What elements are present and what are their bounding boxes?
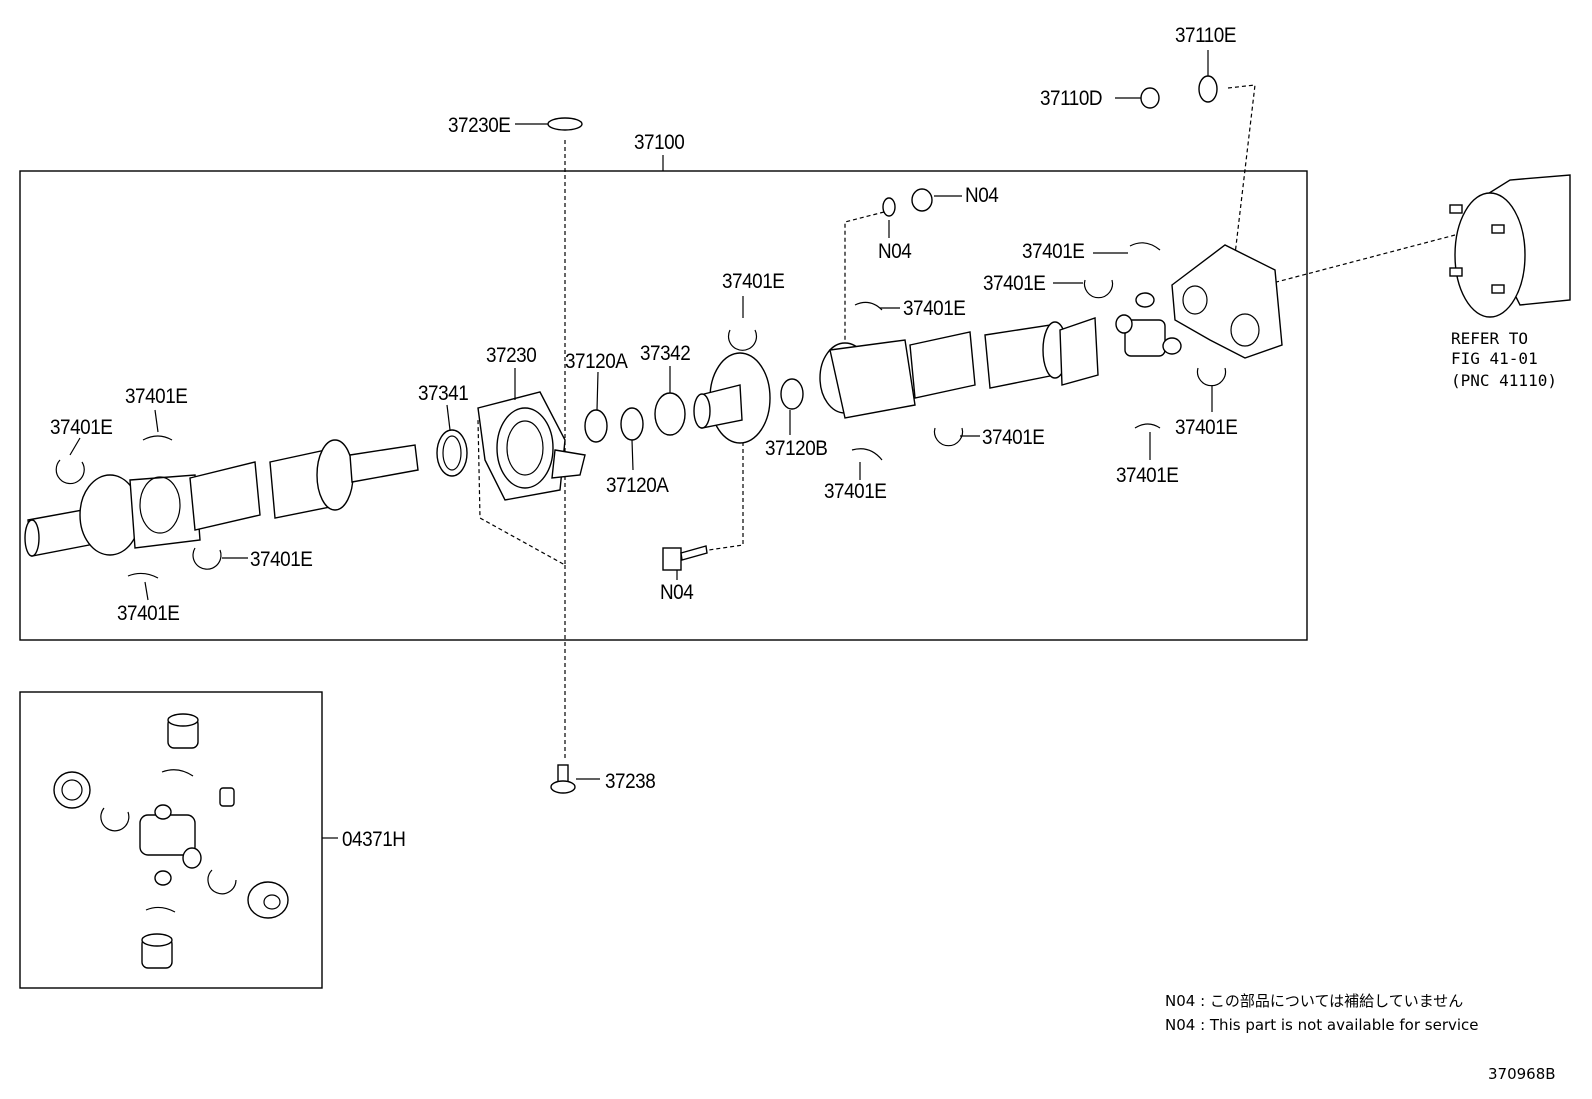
snap-ring-37120A-b bbox=[620, 407, 644, 441]
seal-37342 bbox=[654, 392, 686, 436]
snap-rings bbox=[55, 242, 1227, 579]
washer-37110E bbox=[1198, 75, 1218, 103]
label-37401E-left-bottom: 37401E bbox=[117, 602, 180, 625]
snap-ring-37120A-a bbox=[584, 409, 608, 443]
nut-37120B bbox=[780, 378, 804, 410]
label-37401E-mid-top: 37401E bbox=[903, 297, 966, 320]
label-37341: 37341 bbox=[418, 382, 469, 405]
washer-N04 bbox=[882, 197, 896, 217]
rear-flange-yoke bbox=[1171, 244, 1283, 359]
leader-lines bbox=[69, 50, 1213, 601]
label-37120B: 37120B bbox=[765, 437, 828, 460]
label-37342: 37342 bbox=[640, 342, 691, 365]
label-37110E: 37110E bbox=[1175, 24, 1236, 47]
label-37401E-right2: 37401E bbox=[983, 272, 1046, 295]
bolt-N04 bbox=[662, 545, 708, 571]
figure-code: 370968B bbox=[1488, 1065, 1556, 1083]
rear-propeller-shaft bbox=[819, 317, 1099, 419]
label-37401E-right-lower: 37401E bbox=[824, 480, 887, 503]
label-37401E-right-lower2: 37401E bbox=[1116, 464, 1179, 487]
label-37120A-top: 37120A bbox=[565, 350, 629, 373]
label-37230E: 37230E bbox=[448, 114, 511, 137]
seal-37341 bbox=[436, 429, 468, 477]
label-N04-top-below: N04 bbox=[878, 240, 912, 263]
label-37110D: 37110D bbox=[1040, 87, 1102, 110]
reference-line-2: FIG 41-01 bbox=[1451, 349, 1538, 368]
reference-line-1: REFER TO bbox=[1451, 329, 1528, 348]
bolt-37238 bbox=[550, 764, 600, 794]
flange-yoke bbox=[693, 352, 771, 444]
center-support-bearing bbox=[477, 391, 586, 501]
label-37401E-mid-lower: 37401E bbox=[982, 426, 1045, 449]
label-37230: 37230 bbox=[486, 344, 537, 367]
label-37401E-top-right: 37401E bbox=[1022, 240, 1085, 263]
label-N04-top-right: N04 bbox=[965, 184, 999, 207]
label-N04-bolt: N04 bbox=[660, 581, 694, 604]
differential-reference bbox=[1449, 174, 1571, 318]
label-04371H: 04371H bbox=[342, 828, 405, 851]
label-37100: 37100 bbox=[634, 131, 685, 154]
washer-37230E bbox=[547, 117, 583, 131]
label-37401E-flange: 37401E bbox=[722, 270, 785, 293]
label-37401E-left-b: 37401E bbox=[50, 416, 113, 439]
label-37401E-left-lower: 37401E bbox=[250, 548, 313, 571]
label-37120A-bottom: 37120A bbox=[606, 474, 670, 497]
ujoint-kit-parts bbox=[53, 713, 289, 969]
note-english: N04 : This part is not available for ser… bbox=[1165, 1016, 1479, 1034]
universal-joint-spider bbox=[1115, 292, 1182, 357]
label-37401E-left-a: 37401E bbox=[125, 385, 188, 408]
front-propeller-shaft bbox=[24, 439, 419, 557]
nut-N04 bbox=[911, 188, 933, 212]
note-japanese: N04 : この部品については補給していません bbox=[1165, 992, 1463, 1010]
label-37401E-far-right: 37401E bbox=[1175, 416, 1238, 439]
reference-line-3: (PNC 41110) bbox=[1451, 371, 1557, 390]
label-37238: 37238 bbox=[605, 770, 656, 793]
ujoint-kit-frame bbox=[19, 691, 323, 989]
nut-37110D bbox=[1140, 87, 1160, 109]
